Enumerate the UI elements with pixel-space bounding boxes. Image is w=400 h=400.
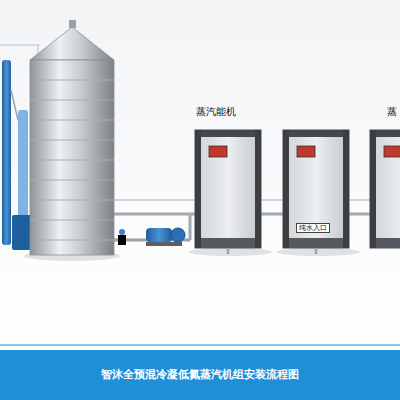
diagram-title: 智沐全预混冷凝低氮蒸汽机组安装流程图 (0, 368, 400, 381)
cabinet-base (289, 238, 343, 248)
part-label: 蒸 (387, 106, 397, 118)
floor-shadow (276, 248, 360, 256)
water-tank (30, 20, 114, 255)
control-screen (209, 146, 227, 157)
pump-set (118, 228, 185, 246)
valve-handle (119, 229, 125, 235)
tank-ribs (30, 80, 114, 240)
cabinet-side (195, 130, 201, 248)
control-screen (297, 146, 315, 157)
tank-top (30, 27, 114, 60)
inlet-tag: 纯水入口 (296, 223, 330, 233)
floor-shadow (188, 248, 272, 256)
banner-rule (0, 344, 400, 346)
pump-head (171, 228, 185, 242)
cabinet-side (283, 130, 289, 248)
valve (118, 235, 126, 245)
title-banner (0, 350, 400, 400)
cabinet (283, 130, 349, 248)
cabinet-side (255, 130, 261, 248)
cabinet-side (370, 130, 376, 248)
pipe (11, 90, 18, 120)
cabinet-top (283, 130, 349, 137)
cabinet (370, 130, 400, 248)
steam-machine (283, 130, 349, 254)
cabinet-side (343, 130, 349, 248)
pipe (189, 214, 192, 240)
frame-line (0, 45, 40, 46)
cabinet-top (195, 130, 261, 137)
background (0, 0, 400, 350)
part-label: 蒸汽能机 (196, 106, 236, 118)
steam-machine (195, 130, 261, 254)
steam-machine (370, 130, 400, 248)
control-screen (384, 146, 400, 157)
cabinet-base (376, 238, 400, 248)
cabinet-base (201, 238, 255, 248)
cabinet (195, 130, 261, 248)
pipe (315, 248, 318, 254)
pipe (227, 248, 230, 254)
pump-base (146, 242, 182, 246)
tank-body (30, 60, 114, 255)
tank-vent (69, 20, 76, 28)
pump-motor (146, 228, 172, 242)
filter-column (2, 60, 11, 245)
